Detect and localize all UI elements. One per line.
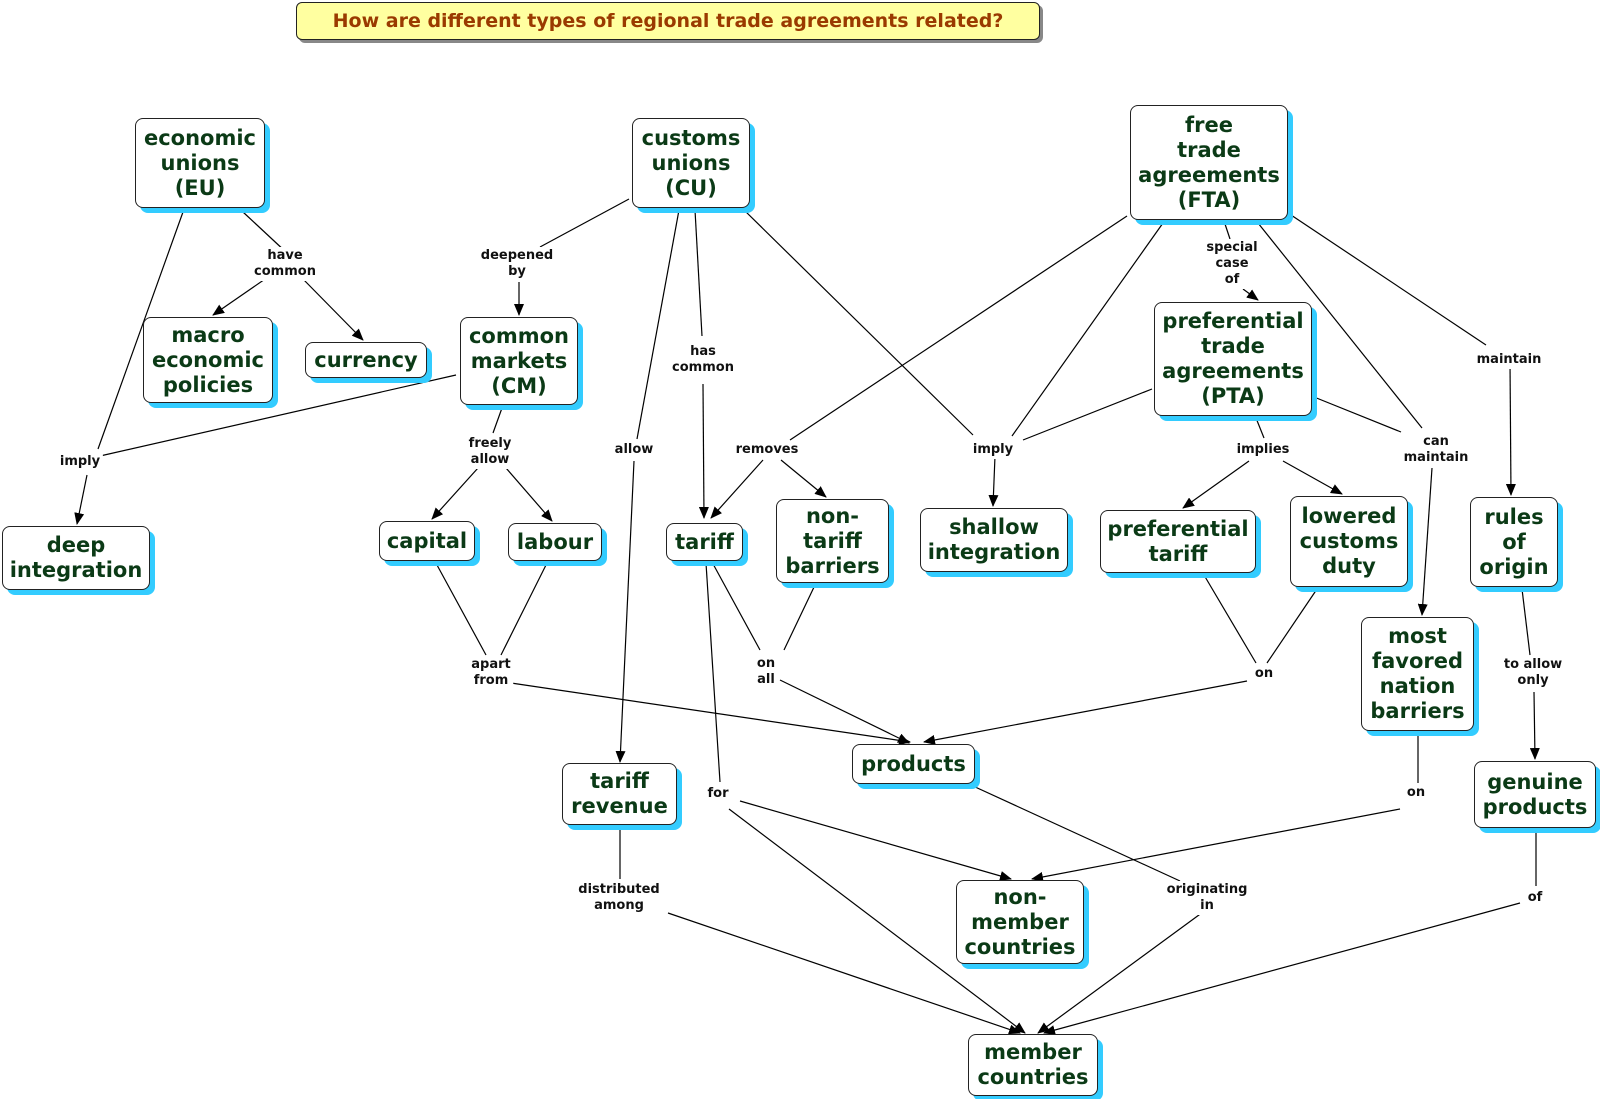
node-free-trade-agreements[interactable]: free trade agreements (FTA): [1130, 105, 1288, 220]
link-special-case-of: special case of: [1203, 239, 1261, 289]
link-on-mfn: on: [1403, 784, 1429, 802]
link-apart-from: apart from: [468, 656, 514, 690]
link-to-allow-only: to allow only: [1500, 656, 1566, 690]
node-member-countries[interactable]: member countries: [968, 1034, 1098, 1096]
link-on-right: on: [1251, 665, 1277, 683]
node-lowered-customs-duty[interactable]: lowered customs duty: [1290, 496, 1408, 587]
node-preferential-tariff[interactable]: preferential tariff: [1100, 510, 1256, 573]
node-non-member-countries[interactable]: non- member countries: [956, 880, 1084, 964]
link-on-all: on all: [753, 655, 779, 689]
node-rules-of-origin[interactable]: rules of origin: [1470, 497, 1558, 587]
node-tariff[interactable]: tariff: [666, 523, 743, 561]
node-economic-unions[interactable]: economic unions (EU): [135, 118, 265, 208]
link-imply-mid: imply: [969, 441, 1017, 459]
link-maintain: maintain: [1473, 351, 1545, 369]
node-non-tariff-barriers[interactable]: non- tariff barriers: [776, 499, 889, 583]
node-products[interactable]: products: [852, 744, 975, 784]
node-common-markets[interactable]: common markets (CM): [460, 317, 578, 405]
link-have-common: have common: [251, 247, 319, 281]
link-removes: removes: [732, 441, 802, 459]
node-customs-unions[interactable]: customs unions (CU): [632, 118, 750, 208]
link-implies: implies: [1233, 441, 1293, 459]
diagram-title: How are different types of regional trad…: [296, 2, 1040, 40]
node-labour[interactable]: labour: [508, 523, 602, 561]
node-shallow-integration[interactable]: shallow integration: [920, 508, 1068, 572]
link-freely-allow: freely allow: [465, 435, 515, 469]
link-can-maintain: can maintain: [1400, 433, 1472, 467]
node-tariff-revenue[interactable]: tariff revenue: [562, 763, 677, 825]
node-currency[interactable]: currency: [305, 342, 427, 378]
link-originating-in: originating in: [1163, 881, 1251, 915]
node-preferential-trade-agreements[interactable]: preferential trade agreements (PTA): [1154, 302, 1312, 416]
node-deep-integration[interactable]: deep integration: [2, 526, 150, 590]
link-allow: allow: [611, 441, 657, 459]
node-capital[interactable]: capital: [379, 521, 475, 561]
link-distributed-among: distributed among: [575, 881, 663, 915]
link-deepened-by: deepened by: [477, 247, 557, 281]
node-most-favored-nation-barriers[interactable]: most favored nation barriers: [1361, 617, 1474, 731]
node-macro-economic-policies[interactable]: macro economic policies: [143, 317, 273, 403]
node-genuine-products[interactable]: genuine products: [1474, 761, 1596, 828]
link-for: for: [704, 785, 732, 803]
link-imply-left: imply: [56, 453, 104, 471]
link-of: of: [1524, 889, 1546, 907]
link-has-common: has common: [669, 343, 737, 377]
